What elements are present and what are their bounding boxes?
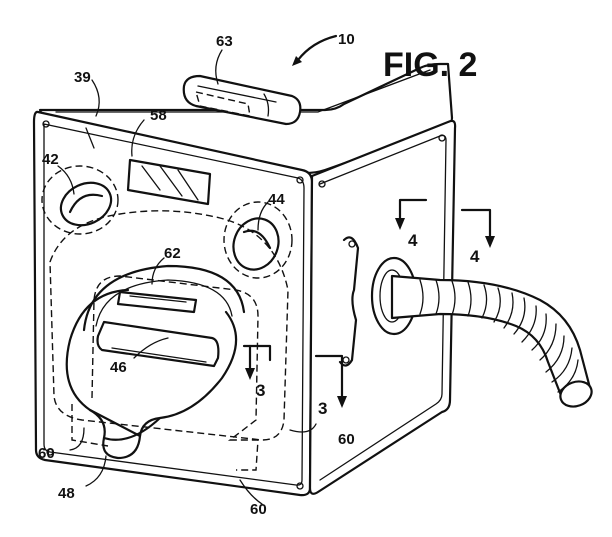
right-port — [223, 201, 293, 279]
top-rim — [55, 69, 431, 113]
label-42: 42 — [42, 151, 59, 168]
label-60-right: 60 — [338, 431, 355, 448]
figure-title: FIG. 2 — [383, 46, 477, 84]
label-3-lower: 3 — [318, 399, 327, 418]
screw — [318, 180, 326, 188]
label-60-left: 60 — [38, 445, 55, 462]
hose — [390, 274, 593, 408]
label-3-upper: 3 — [256, 381, 265, 400]
label-60-bottom: 60 — [250, 501, 267, 518]
section-arrow-4b — [460, 208, 495, 248]
top-handle — [182, 74, 302, 126]
label-4-right: 4 — [470, 247, 480, 266]
section-arrow-3a — [242, 344, 272, 380]
label-44: 44 — [268, 191, 285, 208]
label-48: 48 — [58, 485, 75, 502]
screw — [296, 482, 304, 490]
strap — [65, 288, 238, 460]
label-4-left: 4 — [408, 231, 418, 250]
leader-lines — [57, 49, 317, 505]
screw — [46, 448, 54, 456]
label-39: 39 — [74, 69, 91, 86]
label-63: 63 — [216, 33, 233, 50]
screw — [42, 120, 50, 128]
screw — [438, 134, 446, 142]
inner-bag-outline — [91, 275, 259, 471]
label-58: 58 — [150, 107, 167, 124]
section-arrow-4a — [395, 198, 428, 230]
arrow-10 — [292, 34, 338, 66]
liner-outline — [71, 404, 109, 447]
screw — [296, 176, 304, 184]
label-10: 10 — [338, 31, 355, 48]
top-face — [38, 62, 454, 175]
label-62: 62 — [164, 245, 181, 262]
label-46: 46 — [110, 359, 127, 376]
section-arrow-3b — [314, 354, 347, 408]
inner-glove-outline — [49, 210, 289, 441]
window — [126, 158, 212, 206]
